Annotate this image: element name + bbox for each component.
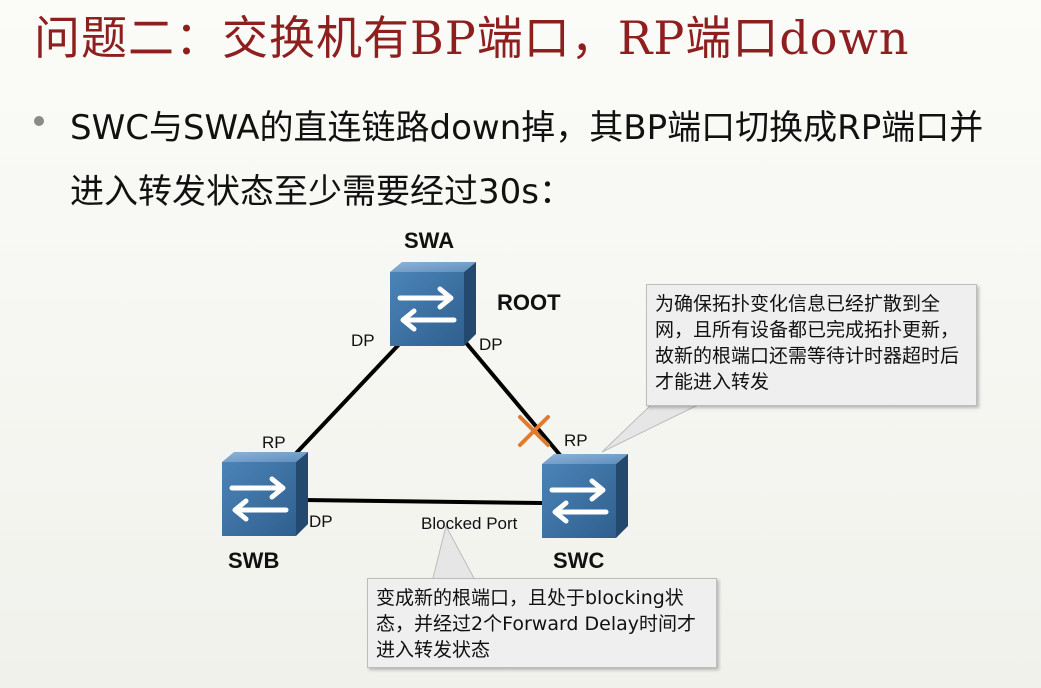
bullet-text: SWC与SWA的直连链路down掉，其BP端口切换成RP端口并进入转发状态至少需… <box>70 108 984 212</box>
link-swb-swc <box>302 498 543 505</box>
callout-bottom: 变成新的根端口，且处于blocking状态，并经过2个Forward Delay… <box>367 578 717 668</box>
page-title: 问题二：交换机有BP端口，RP端口down <box>34 11 910 65</box>
port-swc-top: RP <box>564 431 588 450</box>
link-swa-swc <box>460 336 562 457</box>
callout-bottom-pointer <box>431 524 477 583</box>
swc-label: SWC <box>553 548 605 573</box>
failure-x-icon <box>518 415 550 447</box>
callout-top: 为确保拓扑变化信息已经扩散到全网，且所有设备都已完成拓扑更新，故新的根端口还需等… <box>646 284 977 406</box>
port-swb-top: RP <box>262 433 286 452</box>
switch-icon-swa <box>390 262 476 346</box>
port-swc-blocked: Blocked Port <box>421 514 518 533</box>
swa-label: SWA <box>404 228 455 253</box>
root-label: ROOT <box>497 290 561 315</box>
port-swb-right: DP <box>309 512 333 531</box>
switch-icon-swb <box>222 452 308 536</box>
port-swa-left: DP <box>351 331 375 350</box>
link-swa-swb <box>283 336 407 467</box>
port-swa-right: DP <box>479 335 503 354</box>
bullet-icon <box>34 116 44 126</box>
switch-icon-swc <box>542 454 628 538</box>
swb-label: SWB <box>228 548 280 573</box>
callout-top-pointer <box>601 403 701 453</box>
